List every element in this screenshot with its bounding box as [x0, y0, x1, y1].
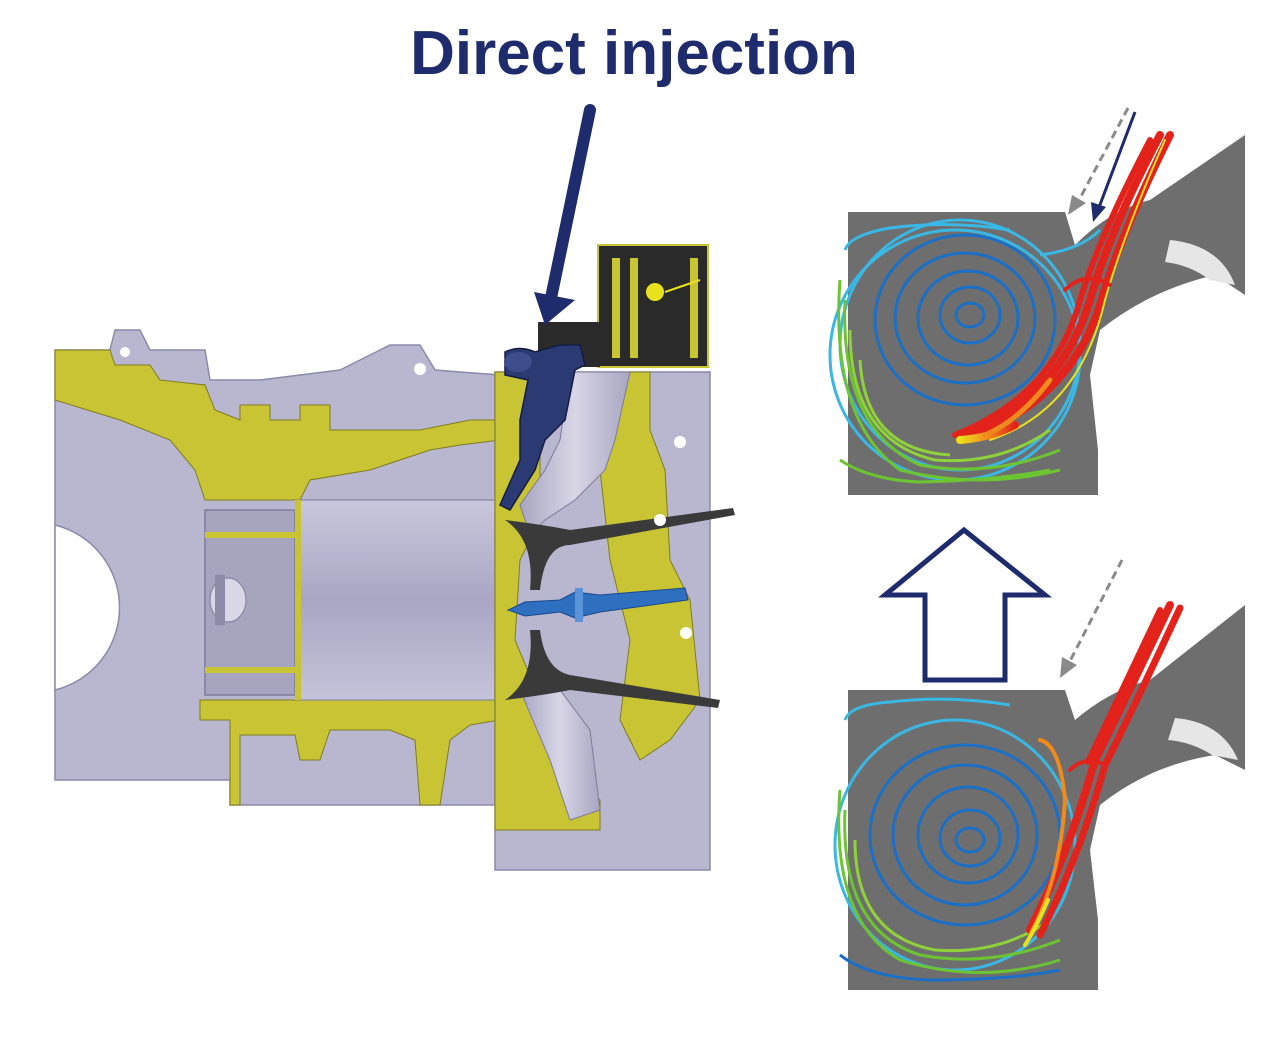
- dashed-arrow-icon: [1068, 107, 1130, 215]
- cfd-flow-with-direct-injection: [828, 107, 1245, 495]
- section-cut-bottom: [199, 699, 501, 806]
- injection-spray-top: [952, 131, 1174, 444]
- section-cut-top: [54, 349, 501, 501]
- cylinder-bore: [297, 499, 499, 701]
- diagram-title: Direct injection: [410, 19, 858, 88]
- arrow-down-left-icon: [534, 104, 596, 325]
- hollow-up-arrow-icon: [878, 526, 1053, 683]
- solid-flow-arrow-icon: [1091, 111, 1137, 222]
- combustion-chamber-bottom: [848, 605, 1245, 990]
- fuel-rail: [538, 244, 709, 368]
- dashed-arrow-icon: [1060, 559, 1124, 678]
- intake-port: [519, 371, 631, 536]
- spark-plug: [506, 587, 689, 622]
- flow-streamlines-bottom: [833, 697, 1077, 982]
- cfd-flow-without-direct-injection: [833, 559, 1245, 990]
- fuel-injector: [499, 344, 586, 511]
- exhaust-valve: [505, 630, 720, 708]
- intake-flow-bottom: [1023, 601, 1184, 947]
- intake-valve: [505, 508, 735, 590]
- engine-cross-section: [54, 244, 735, 871]
- crank-bore: [54, 524, 121, 691]
